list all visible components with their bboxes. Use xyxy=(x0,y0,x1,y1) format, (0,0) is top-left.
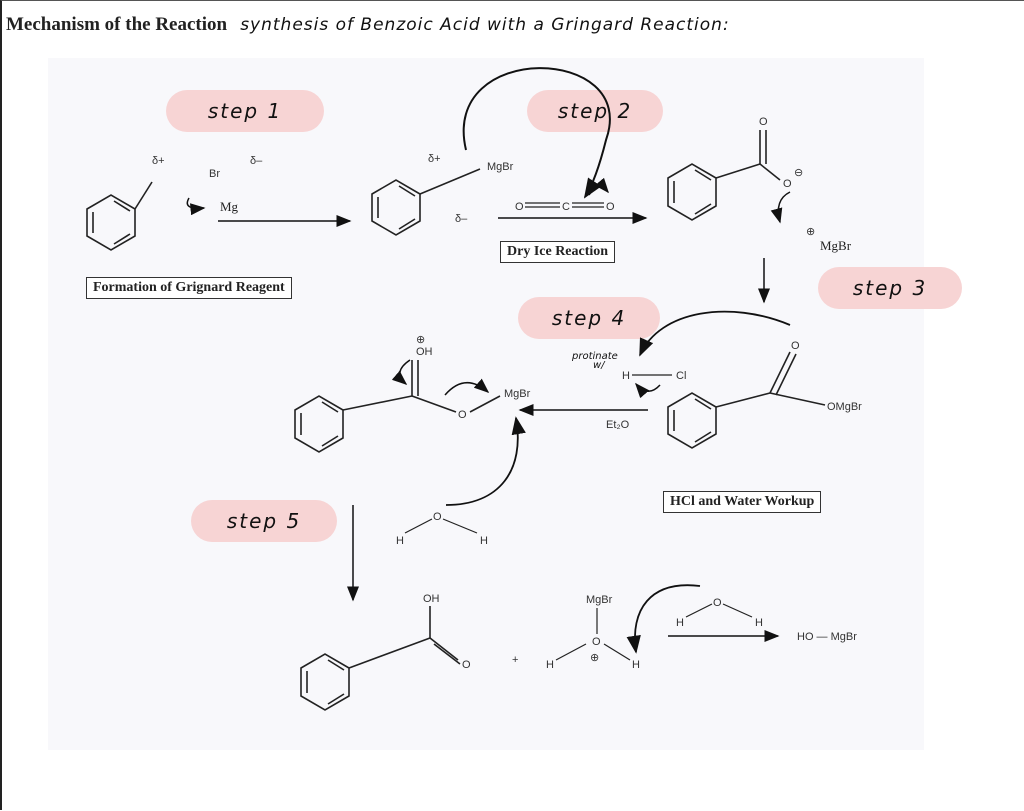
hydronium-h-a: H xyxy=(546,659,554,671)
mgbr-label-grignard: MgBr xyxy=(487,161,514,173)
delta-plus-1: δ+ xyxy=(152,155,165,167)
co2-o-left: O xyxy=(515,201,524,213)
mgbr-cation: MgBr xyxy=(820,238,852,253)
hcl-cl: Cl xyxy=(676,370,686,382)
delta-minus-2: δ– xyxy=(455,213,468,225)
carboxylate-o: O xyxy=(783,178,792,190)
dry-ice-box: Dry Ice Reaction xyxy=(500,241,616,263)
curved-arrow-co2 xyxy=(588,177,609,196)
benzene-ring-benzoic-acid xyxy=(300,606,461,711)
omgbr-label: OMgBr xyxy=(827,401,862,413)
plus-charge-mgbr: ⊕ xyxy=(806,226,815,238)
mg-label: Mg xyxy=(220,199,239,214)
oh-plus-label: OH xyxy=(416,346,433,358)
step-3-text: step 3 xyxy=(852,276,928,300)
benzene-ring-bromobenzene xyxy=(86,181,153,251)
co2-c: C xyxy=(562,201,570,213)
et2o-label: Et₂O xyxy=(606,419,630,431)
workup-box: HCl and Water Workup xyxy=(663,491,822,513)
title-printed: Mechanism of the Reaction xyxy=(6,14,228,35)
protonate-note: protinate xyxy=(571,351,618,362)
protonate-note-sub: w/ xyxy=(593,360,606,371)
curved-arrow-o-mg xyxy=(444,378,490,396)
curved-arrow-deprotonation xyxy=(626,584,701,654)
title-handwritten: synthesis of Benzoic Acid with a Gringar… xyxy=(240,15,730,35)
step-2-text: step 2 xyxy=(557,99,633,123)
step-1-label: step 1 xyxy=(166,90,324,132)
water-h-2b: H xyxy=(755,617,763,629)
step-5-label: step 5 xyxy=(191,500,337,542)
benzene-ring-carboxylate xyxy=(667,130,781,221)
mgbr-label-ester: MgBr xyxy=(504,388,531,400)
ester-o: O xyxy=(458,409,467,421)
hydronium-o: O xyxy=(592,636,601,648)
step-3-label: step 3 xyxy=(818,267,962,309)
ho-mgbr-product: HO — MgBr xyxy=(797,631,857,643)
page-title: Mechanism of the Reaction synthesis of B… xyxy=(6,14,730,36)
co2-o-right: O xyxy=(606,201,615,213)
water-h-2a: H xyxy=(676,617,684,629)
benzene-ring-protonated xyxy=(294,360,501,453)
step-5-text: step 5 xyxy=(226,509,302,533)
benzene-ring-omgbr xyxy=(667,351,826,449)
plus-charge-oh: ⊕ xyxy=(416,334,425,346)
plus-sign: + xyxy=(512,654,518,666)
plus-charge-hydronium: ⊕ xyxy=(590,652,599,664)
benzene-ring-grignard xyxy=(371,168,481,236)
delta-minus-1: δ– xyxy=(250,155,263,167)
curved-arrow-hcl xyxy=(635,382,661,399)
grignard-formation-box: Formation of Grignard Reagent xyxy=(86,277,292,299)
carbonyl-o-2: O xyxy=(791,340,800,352)
step-2-label: step 2 xyxy=(527,90,663,132)
curved-arrow-nucleophilic-attack xyxy=(462,67,611,199)
step-4-label: step 4 xyxy=(518,297,660,339)
br-label-1: Br xyxy=(209,168,220,180)
water-h-1a: H xyxy=(396,535,404,547)
curved-arrow-water-attack xyxy=(445,416,526,506)
water-o-1: O xyxy=(433,511,442,523)
carbonyl-o-1: O xyxy=(759,116,768,128)
hydronium-h-b: H xyxy=(632,659,640,671)
delta-plus-2: δ+ xyxy=(428,153,441,165)
benzoic-oh: OH xyxy=(423,593,440,605)
curved-arrow-mg-insert xyxy=(186,197,206,216)
benzoic-carbonyl-o: O xyxy=(462,659,471,671)
minus-charge: ⊖ xyxy=(794,167,803,179)
curved-arrow-mgbr-bond xyxy=(770,191,791,224)
water-o-2: O xyxy=(713,597,722,609)
hcl-h: H xyxy=(622,370,630,382)
curved-arrow-pi-bond xyxy=(391,359,411,385)
step-4-text: step 4 xyxy=(551,306,627,330)
curved-arrow-protonation xyxy=(639,310,791,357)
water-h-1b: H xyxy=(480,535,488,547)
mgbr-label-hydronium: MgBr xyxy=(586,594,613,606)
step-1-text: step 1 xyxy=(207,99,283,123)
